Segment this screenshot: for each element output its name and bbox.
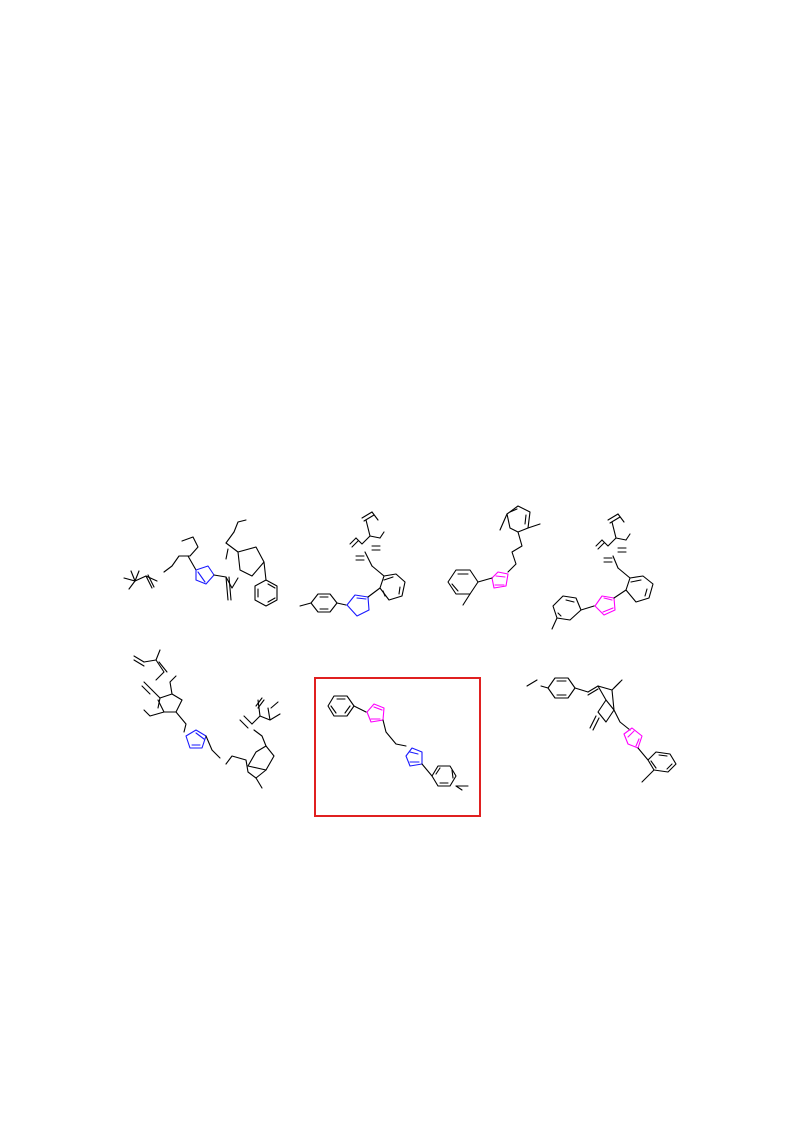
selection-box <box>314 677 481 817</box>
molecule-1[interactable] <box>123 519 278 607</box>
molecule-7[interactable] <box>526 677 677 783</box>
molecule-4[interactable] <box>551 513 654 630</box>
molecule-6[interactable] <box>314 677 481 817</box>
molecule-5[interactable] <box>133 649 281 789</box>
molecule-3[interactable] <box>447 505 541 606</box>
molecule-2[interactable] <box>299 511 406 617</box>
